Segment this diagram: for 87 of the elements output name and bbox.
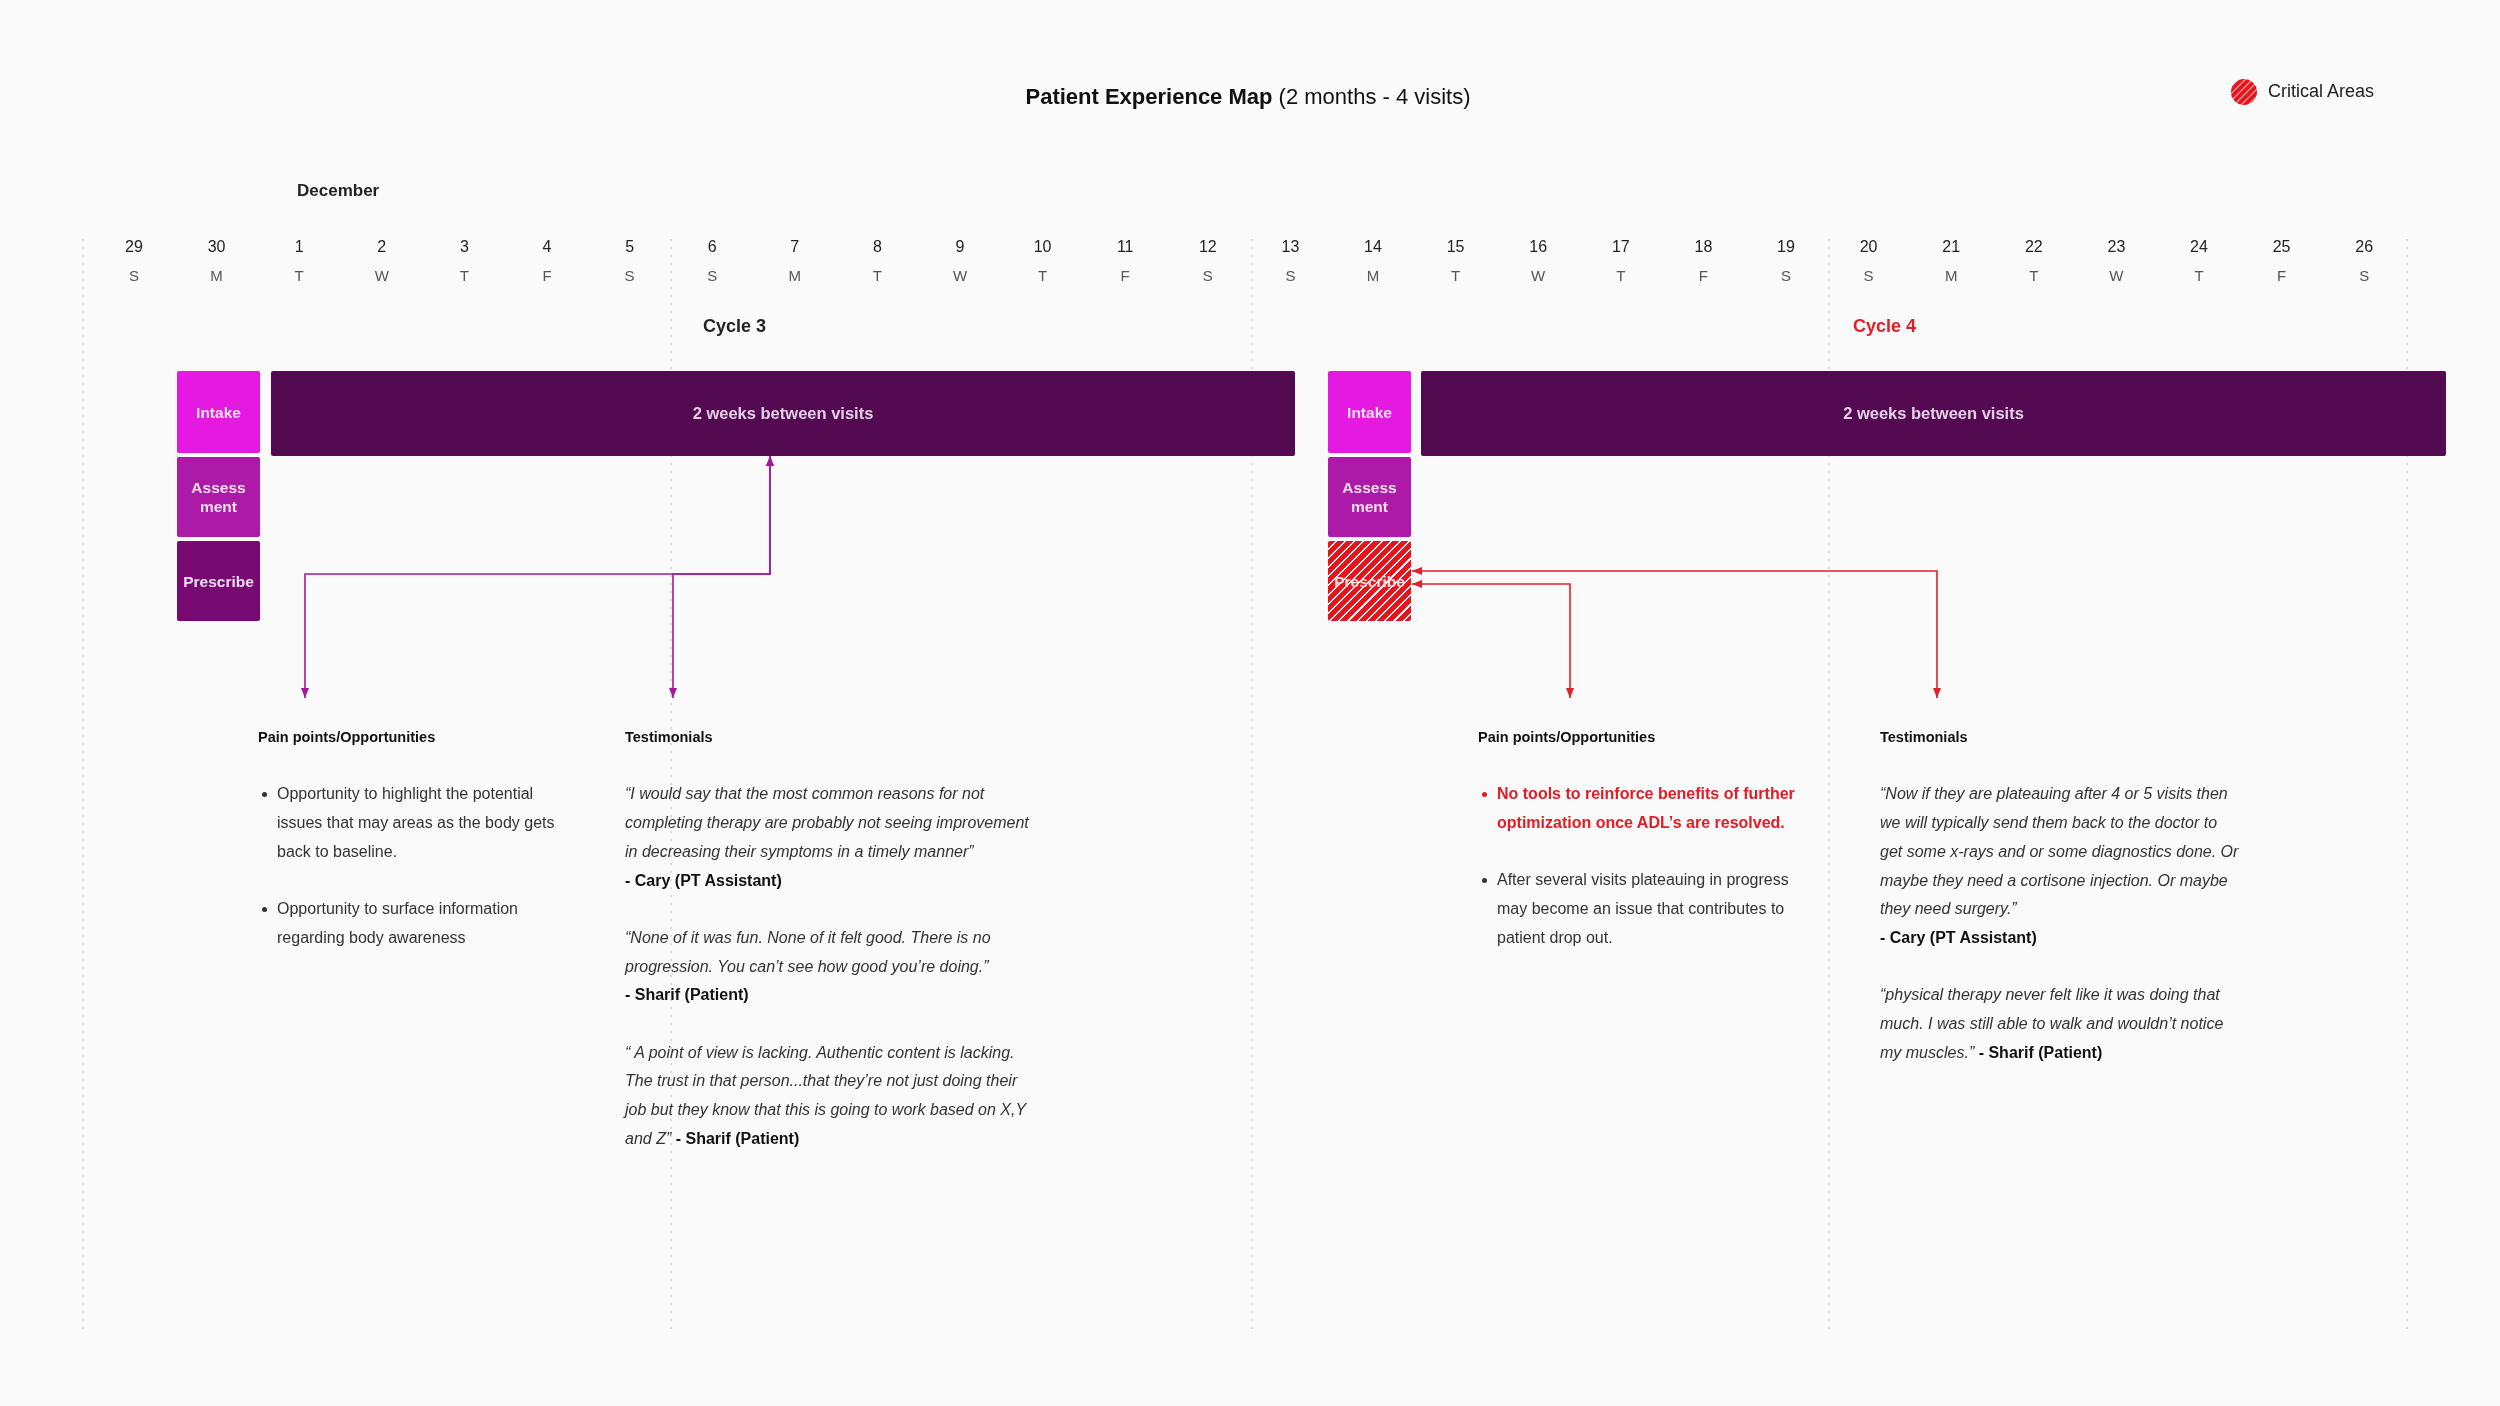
day-number: 17 — [1611, 237, 1630, 257]
weekday-letter: T — [1038, 267, 1048, 285]
quote-text: “physical therapy never felt like it was doing that much. I was still able to walk and wouldn’t notice my muscles.” - Sharif (Patient) — [1880, 985, 2225, 1063]
day-number: 24 — [2190, 237, 2208, 257]
day-number: 23 — [2107, 237, 2126, 257]
weekday-letter: S — [1863, 267, 1874, 285]
weekday-letter: S — [2359, 267, 2370, 285]
bullet-text: After several visits plateauing in progress may become an issue that contributes to patient drop out. — [1497, 870, 1790, 948]
step-box: Intake — [1328, 371, 1411, 453]
weekday-letter: F — [542, 267, 552, 285]
quote-text: “ A point of view is lacking. Authentic content is lacking. The trust in that person...that they’re not just doing their job but they know that this is going to work based on X,Y and Z” - Sharif (Patient) — [625, 1042, 1028, 1149]
bullet-text: Opportunity to highlight the potential issues that may areas as the body gets back to baseline. — [277, 784, 556, 862]
day-number: 21 — [1942, 237, 1961, 257]
day-number: 18 — [1694, 237, 1713, 257]
weekday-letter: T — [294, 267, 304, 285]
day-number: 1 — [294, 237, 304, 257]
duration-bar: 2 weeks between visits — [271, 371, 1295, 456]
weekday-letter: T — [1451, 267, 1461, 285]
weekday-letter: S — [1781, 267, 1791, 285]
day-number: 29 — [125, 237, 143, 257]
weekday-letter: M — [1366, 267, 1380, 285]
day-number: 2 — [377, 237, 387, 257]
weekday-letter: F — [1698, 267, 1708, 285]
bullet-text: No tools to reinforce benefits of further optimization once ADL’s are resolved. — [1497, 784, 1796, 834]
connector-arrow — [1411, 567, 1941, 699]
day-number: 26 — [2355, 237, 2374, 257]
weekday-letter: T — [2029, 267, 2039, 285]
step-box: Assess ment — [1328, 457, 1411, 537]
day-number: 4 — [542, 237, 552, 257]
weekday-letter: W — [952, 267, 968, 285]
section-heading: Pain points/Opportunities — [258, 728, 437, 747]
day-number: 15 — [1446, 237, 1465, 257]
section-heading: Pain points/Opportunities — [1478, 728, 1657, 747]
weekday-letter: T — [1616, 267, 1626, 285]
day-number: 12 — [1198, 237, 1217, 257]
day-number: 6 — [707, 237, 717, 257]
quote-attribution: - Cary (PT Assistant) — [625, 870, 783, 891]
weekday-letter: T — [872, 267, 882, 285]
day-number: 19 — [1777, 237, 1795, 257]
section-heading: Testimonials — [625, 728, 714, 747]
weekday-letter: T — [459, 267, 469, 285]
day-number: 3 — [459, 237, 469, 257]
connector-arrow — [669, 455, 774, 699]
day-number: 25 — [2272, 237, 2291, 257]
weekday-letter: S — [1202, 267, 1213, 285]
weekday-letter: M — [788, 267, 802, 285]
weekday-letter: W — [2109, 267, 2124, 285]
quote-attribution: - Sharif (Patient) — [625, 985, 750, 1006]
day-number: 11 — [1116, 237, 1134, 257]
section-heading: Testimonials — [1880, 728, 1969, 747]
weekday-letter: M — [210, 267, 223, 285]
weekday-letter: S — [129, 267, 139, 285]
weekday-letter: M — [1944, 267, 1958, 285]
weekday-letter: W — [1531, 267, 1546, 285]
connector-arrow — [1411, 580, 1574, 699]
cycle-label: Cycle 4 — [1853, 316, 1917, 338]
bullet-text: Opportunity to surface information regarding body awareness — [277, 899, 519, 948]
day-number: 9 — [955, 237, 965, 257]
day-number: 30 — [207, 237, 226, 257]
weekday-letter: S — [707, 267, 718, 285]
day-number: 7 — [790, 237, 800, 257]
step-box: Intake — [177, 371, 260, 453]
weekday-letter: F — [1120, 267, 1130, 285]
weekday-letter: S — [1285, 267, 1296, 285]
month-label: December — [297, 180, 380, 202]
weekday-letter: W — [374, 267, 389, 285]
day-number: 5 — [625, 237, 635, 257]
step-box: Prescribe — [177, 541, 260, 621]
quote-text: “None of it was fun. None of it felt good. There is no progression. You can’t see how good you’re doing.” — [625, 927, 992, 977]
cycle-label: Cycle 3 — [703, 316, 767, 338]
weekday-letter: T — [2194, 267, 2204, 285]
diagram-title: Patient Experience Map (2 months - 4 visits) — [1025, 83, 1471, 111]
weekday-letter: S — [624, 267, 635, 285]
legend-label: Critical Areas — [2268, 81, 2375, 103]
quote-text: “I would say that the most common reasons for not completing therapy are probably not seeing improvement in decreasing their symptoms in a timely manner” — [625, 784, 1030, 862]
day-number: 8 — [872, 237, 882, 257]
day-number: 20 — [1859, 237, 1878, 257]
day-number: 22 — [2024, 237, 2043, 257]
weekday-letter: F — [2277, 267, 2287, 285]
day-number: 14 — [1364, 237, 1382, 257]
day-number: 16 — [1529, 237, 1548, 257]
duration-bar: 2 weeks between visits — [1421, 371, 2446, 456]
step-box: Assess ment — [177, 457, 260, 537]
quote-attribution: - Cary (PT Assistant) — [1880, 927, 2038, 948]
quote-text: “Now if they are plateauing after 4 or 5 visits then we will typically send them back to the doctor to get some x-rays and or some diagnostics done. Or maybe they need a cortisone injection. Or maybe they need surgery.” — [1880, 784, 2240, 920]
day-number: 13 — [1281, 237, 1300, 257]
day-number: 10 — [1033, 237, 1052, 257]
